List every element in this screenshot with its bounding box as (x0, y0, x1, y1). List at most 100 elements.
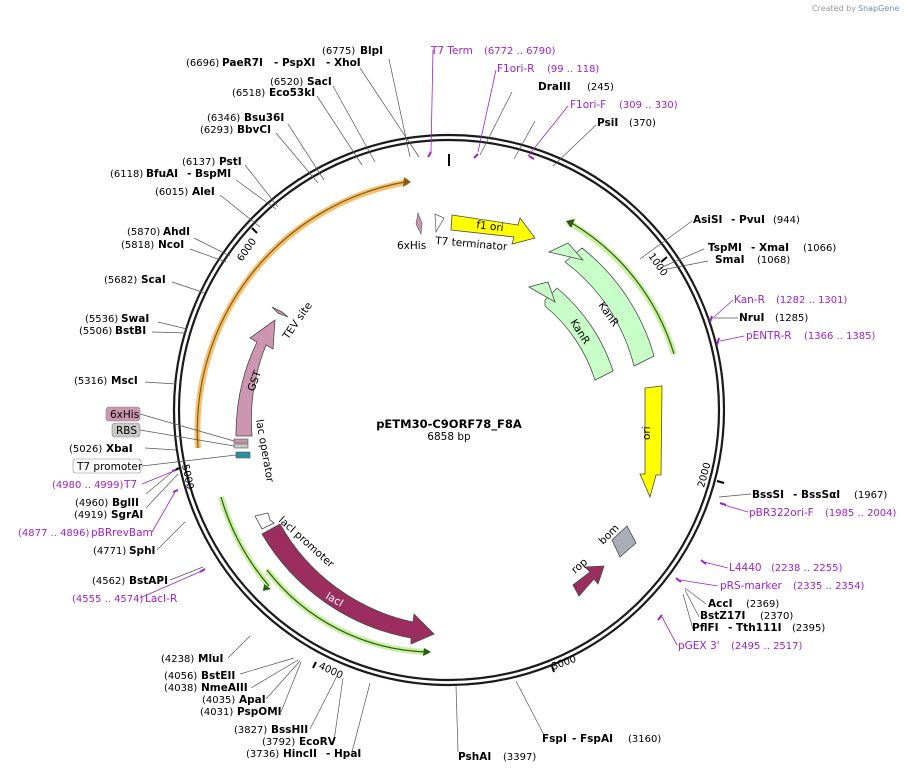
psii-name: PsiI (597, 117, 618, 129)
fspi-pos: (3160) (628, 734, 661, 745)
hincii-pos: (3736) (246, 749, 279, 760)
pbrrevbam-name: pBRrevBam (91, 527, 153, 539)
acci-pos: (2369) (746, 599, 779, 610)
six-his-top-label: 6xHis (397, 240, 426, 252)
kan-r-name: Kan-R (734, 294, 765, 306)
alei-pos: (6015) (155, 187, 188, 198)
msci-name: MscI (111, 375, 138, 387)
psti-name: PstI (219, 156, 242, 168)
ecorv-pos: (3792) (262, 737, 295, 748)
bbvci-pos: (6293) (200, 125, 233, 136)
six-his-box (105, 406, 141, 422)
bstapi-pos: (4562) (92, 576, 125, 587)
paer7i-name: PaeR7I (222, 57, 263, 69)
bsssai-name: - BssSαI (793, 489, 840, 501)
t7-range: (4980 .. 4999) (52, 480, 124, 491)
tspmi-name: TspMI (708, 242, 742, 254)
f1ori-f-name: F1ori-F (570, 99, 606, 111)
sgrai-pos: (4919) (74, 510, 107, 521)
bfuai-pos: (6118) (110, 169, 143, 180)
ncoi-name: NcoI (158, 239, 184, 251)
bsteii-name: BstEII (201, 670, 235, 682)
xmai-name: - XmaI (751, 242, 789, 254)
nrui-pos: (1285) (775, 313, 808, 324)
f1ori-f-range: (309 .. 330) (619, 100, 678, 111)
kan-r-range: (1282 .. 1301) (776, 295, 848, 306)
bbvci-name: BbvCI (237, 124, 271, 136)
tick-1000: 1000 (646, 251, 670, 278)
rop-arrow: rop (569, 556, 605, 597)
center-title: pETM30-C9ORF78_F8A 6858 bp (376, 417, 522, 443)
pbr322ori-f-range: (1985 .. 2004) (825, 508, 897, 519)
t7-name: T7 (123, 479, 137, 491)
ahdi-name: AhdI (163, 226, 190, 238)
rbs-box-label: RBS (116, 425, 137, 437)
mlui-name: MluI (198, 653, 223, 665)
bom-feature: bom (597, 522, 637, 558)
xbai-name: XbaI (106, 443, 133, 455)
hpai-name: - HpaI (326, 748, 361, 760)
blpi-name: BlpI (360, 45, 383, 57)
bstz17i-pos: (2370) (760, 611, 793, 622)
eco53ki-pos: (6518) (232, 88, 265, 99)
psii-pos: (370) (629, 118, 656, 129)
pvui-name: - PvuI (731, 214, 765, 226)
pgex3-range: (2495 .. 2517) (731, 641, 803, 652)
t7-term-range: (6772 .. 6790) (484, 46, 556, 57)
saci-name: SacI (307, 76, 332, 88)
t7-term-name: T7 Term (430, 45, 473, 57)
six-his-box-label: 6xHis (110, 409, 139, 421)
laci-r-range: (4555 .. 4574) (72, 594, 144, 605)
scale-ticks: 1000 2000 3000 4000 5000 6000 (174, 227, 725, 682)
ori-label: ori (641, 426, 653, 440)
t7-terminator-label: T7 terminator (434, 235, 509, 253)
ori-arrow: ori (639, 385, 663, 499)
enzyme-labels-left: (6775) BlpI (6696) PaeR7I - PspXI - XhoI… (69, 45, 383, 760)
leader-lines (139, 58, 752, 753)
smai-name: SmaI (715, 254, 745, 266)
snapgene-credit: Created by SnapGene (812, 4, 899, 13)
lac-operator-label: lac operator (253, 418, 276, 483)
boxed-labels: 6xHis RBS T7 promoter (72, 406, 143, 474)
bglii-pos: (4960) (75, 498, 108, 509)
pentr-r-range: (1366 .. 1385) (804, 331, 876, 342)
bsshii-name: BssHII (271, 724, 308, 736)
hincii-name: HincII (283, 748, 317, 760)
tick-5000: 5000 (179, 463, 195, 490)
bstbi-name: BstBI (115, 325, 146, 337)
paer7i-pos: (6696) (186, 58, 219, 69)
psti-pos: (6137) (182, 157, 215, 168)
f1-ori-label: f1 ori (476, 219, 505, 234)
tick-4000: 4000 (317, 661, 345, 682)
f1ori-r-name: F1ori-R (497, 63, 534, 75)
asisi-name: AsiSI (693, 214, 722, 226)
sphi-name: SphI (129, 545, 155, 557)
t7-promoter-box (72, 458, 142, 474)
sphi-pos: (4771) (93, 546, 126, 557)
acci-name: AccI (708, 598, 732, 610)
tev-site-label: TEV site (280, 300, 315, 343)
tspmi-pos: (1066) (803, 243, 836, 254)
primer-labels: T7 Term (6772 .. 6790) F1ori-R (99 .. 11… (18, 45, 897, 652)
laci-r-name: LacI-R (145, 593, 177, 605)
bstbi-pos: (5506) (79, 326, 112, 337)
rbs-box (111, 422, 141, 438)
xhoi-name: - XhoI (326, 57, 361, 69)
credit-text: Created by (812, 4, 856, 13)
backbone (172, 133, 726, 687)
scai-name: ScaI (141, 274, 166, 286)
swai-name: SwaI (121, 313, 149, 325)
pentr-r-name: pENTR-R (746, 330, 792, 342)
sgrai-name: SgrAI (111, 509, 143, 521)
bsteii-pos: (4056) (164, 671, 197, 682)
rop-label: rop (569, 556, 590, 576)
prs-marker-range: (2335 .. 2354) (793, 581, 865, 592)
apai-name: ApaI (239, 694, 266, 706)
enzyme-labels-right: PshAI (3397) FspI - FspAI (3160) DraIII … (458, 81, 887, 763)
tth111i-name: - Tth111I (728, 622, 782, 634)
pspomi-name: PspOMI (237, 706, 282, 718)
kanr-outer-arrow: KanR (547, 242, 655, 367)
pspomi-pos: (4031) (200, 707, 233, 718)
gst-arrow: GST (235, 319, 276, 437)
